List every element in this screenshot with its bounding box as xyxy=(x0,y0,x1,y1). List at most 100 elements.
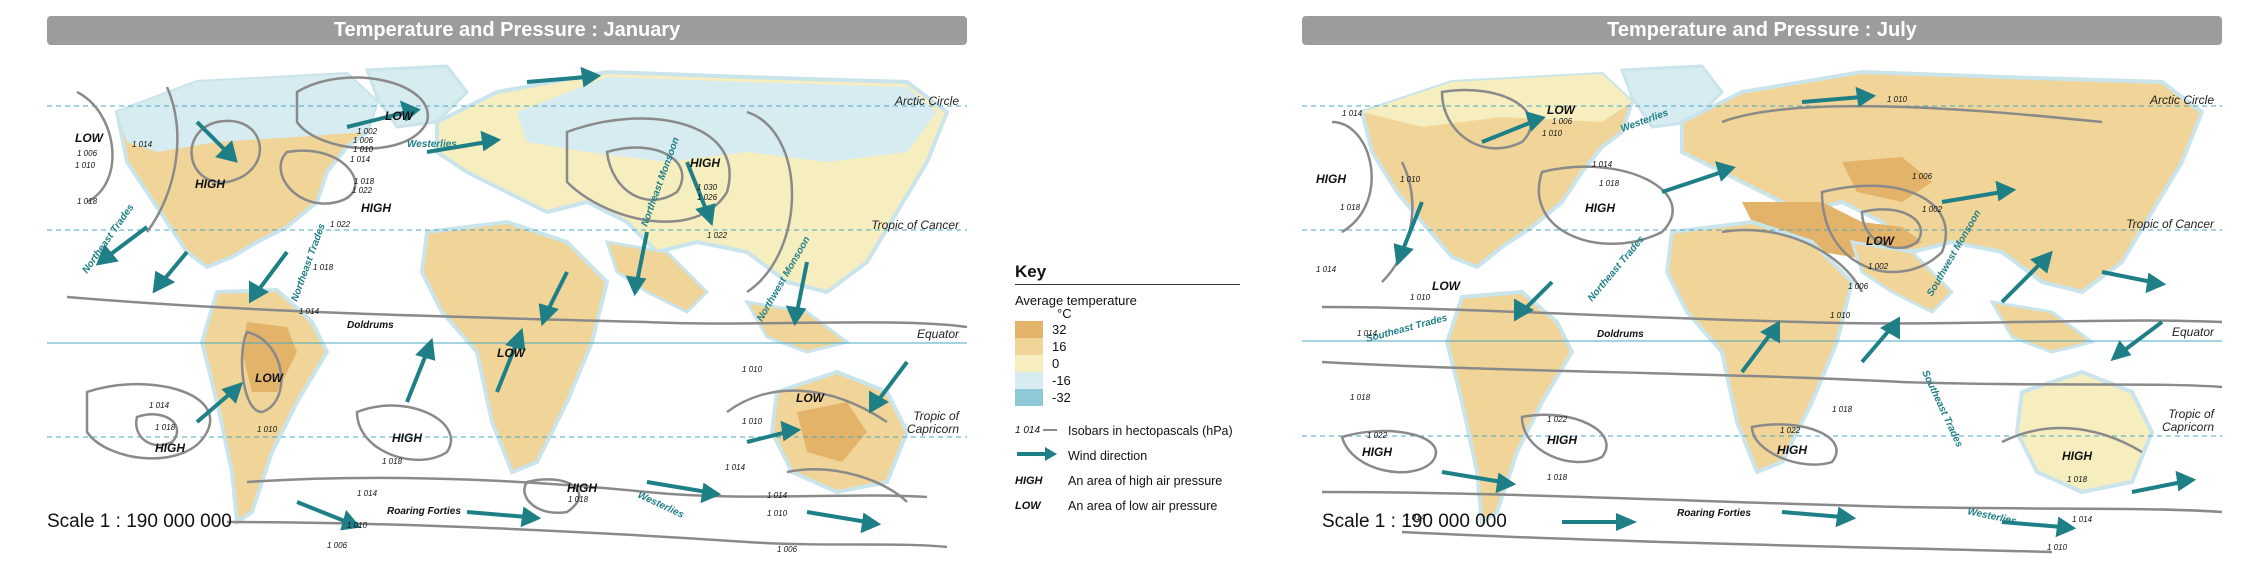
july-continents xyxy=(1359,64,2205,526)
pressure-label: HIGH xyxy=(1547,433,1577,447)
isobar-symbol-text: 1 014 xyxy=(1015,425,1041,436)
wind-arrow xyxy=(1393,201,1424,267)
isobar-value: 1 010 xyxy=(347,521,368,530)
isobar-value: 1 022 xyxy=(1367,431,1388,440)
pressure-label: HIGH xyxy=(361,201,391,215)
july-isobar-values: 1 014 1 006 1 010 1 010 1 014 1 018 1 01… xyxy=(1316,95,2093,552)
high-legend: HIGH An area of high air pressure xyxy=(1015,468,1240,493)
south-america-hot xyxy=(242,322,297,392)
isobar-value: 1 018 xyxy=(1350,393,1371,402)
isobar-value: 1 006 xyxy=(1552,117,1573,126)
isobar-value: 1 010 xyxy=(742,417,763,426)
australia xyxy=(2014,369,2155,495)
pressure-label: LOW xyxy=(255,371,285,385)
isobar-value: 1 006 xyxy=(1912,172,1933,181)
pressure-label: HIGH xyxy=(155,441,185,455)
january-map-panel: Temperature and Pressure : January xyxy=(47,16,968,561)
wind-arrow xyxy=(685,161,716,227)
isobar-value: 1 014 xyxy=(299,307,320,316)
pressure-label: LOW xyxy=(1866,234,1896,248)
low-symbol: LOW xyxy=(1015,499,1041,512)
wind-arrow xyxy=(746,420,802,444)
wind-arrow xyxy=(1562,512,1638,532)
isobar-value: 1 018 xyxy=(2067,475,2088,484)
isobar-value: 1 010 xyxy=(767,509,788,518)
isobar-value: 1 022 xyxy=(707,231,728,240)
july-map: LOW HIGH HIGH LOW LOW HIGH HIGH HIGH HIG… xyxy=(1302,52,2223,561)
region-label: Southeast Trades xyxy=(1919,369,1965,450)
july-map-panel: Temperature and Pressure : July xyxy=(1302,16,2223,561)
wind-arrow xyxy=(1441,470,1517,494)
wind-arrow xyxy=(249,250,289,304)
arabia-india xyxy=(1849,240,1955,314)
wind-arrow xyxy=(1661,161,1736,194)
temperature-unit: °C xyxy=(1057,306,1072,321)
region-label: Roaring Forties xyxy=(1677,508,1751,519)
wind-arrow xyxy=(785,261,809,327)
tropic-of-cancer-label: Tropic of Cancer xyxy=(2126,217,2214,231)
region-label: Roaring Forties xyxy=(387,506,461,517)
north-america-mild xyxy=(1362,74,1632,127)
south-america xyxy=(1444,289,1575,526)
swatch-value: -32 xyxy=(1052,390,1071,405)
high-symbol: HIGH xyxy=(1015,474,1043,487)
isobar-legend-label: Isobars in hectopascals (hPa) xyxy=(1068,423,1233,438)
tropic-of-capricorn-label: Tropic of Capricorn xyxy=(906,409,959,436)
swatch-32 xyxy=(1015,321,1043,338)
temperature-row: 16 xyxy=(1015,338,1240,355)
july-pressure-labels: LOW HIGH HIGH LOW LOW HIGH HIGH HIGH HIG… xyxy=(1316,103,2092,463)
europe-asia xyxy=(1680,69,2205,295)
isobar-value: 1 014 xyxy=(725,463,746,472)
pressure-label: HIGH xyxy=(1362,445,1392,459)
wind-arrow xyxy=(1481,111,1546,144)
high-legend-label: An area of high air pressure xyxy=(1068,473,1223,488)
isobar-value: 1 022 xyxy=(330,220,351,229)
swatch-value: 16 xyxy=(1052,339,1067,354)
isobar-value: 1 018 xyxy=(313,263,334,272)
wind-arrow xyxy=(526,66,602,88)
wind-arrow xyxy=(1781,506,1857,528)
swatch-16 xyxy=(1015,338,1043,355)
wind-arrow xyxy=(95,225,149,266)
region-label: Southeast Trades xyxy=(1365,312,1449,344)
pressure-label: LOW xyxy=(385,109,415,123)
wind-arrow xyxy=(195,381,244,424)
pressure-label: LOW xyxy=(1432,279,1462,293)
isobar-value: 1 010 xyxy=(1400,175,1421,184)
key-title: Key xyxy=(1015,262,1240,285)
wind-arrow xyxy=(346,100,421,129)
pressure-label: HIGH xyxy=(195,177,225,191)
isobar-legend: 1 014 Isobars in hectopascals (hPa) xyxy=(1015,418,1240,443)
isobar-value: 1 022 xyxy=(352,186,373,195)
isobar-value: 1 014 xyxy=(767,491,788,500)
isobar-value: 1 002 xyxy=(357,127,378,136)
scale-label: Scale 1 : 190 000 000 xyxy=(47,511,232,532)
january-map: LOW LOW HIGH HIGH HIGH LOW LOW LOW HIGH … xyxy=(47,52,968,561)
isobar-value: 1 014 xyxy=(1342,109,1363,118)
pressure-label: HIGH xyxy=(567,481,597,495)
isobar-value: 1 010 xyxy=(75,161,96,170)
scale-label: Scale 1 : 190 000 000 xyxy=(1322,511,1507,532)
swatch-minus-16 xyxy=(1015,372,1043,389)
temperature-row: -32 xyxy=(1015,389,1240,406)
january-continents xyxy=(114,64,950,526)
isobar-value: 1 018 xyxy=(568,495,589,504)
wind-arrow xyxy=(495,327,526,393)
isobar-value: 1 010 xyxy=(1887,95,1908,104)
low-legend: LOW An area of low air pressure xyxy=(1015,493,1240,518)
wind-arrow xyxy=(466,506,542,528)
swatch-minus-32 xyxy=(1015,389,1043,406)
isobar-symbol: 1 014 xyxy=(1015,425,1068,436)
wind-legend-label: Wind direction xyxy=(1068,448,1148,463)
isobar-value: 1 010 xyxy=(2047,543,2068,552)
temperature-row: 0 xyxy=(1015,355,1240,372)
arctic-circle-label: Arctic Circle xyxy=(2149,93,2214,107)
wind-arrow xyxy=(2101,270,2167,294)
temperature-scale: 32 16 0 -16 -32 xyxy=(1015,321,1240,406)
tropic-of-capricorn-label: Tropic of Capricorn xyxy=(2161,407,2214,434)
isobar-value: 1 022 xyxy=(1547,415,1568,424)
wind-arrow xyxy=(2000,250,2053,304)
isobar-value: 1 014 xyxy=(357,489,378,498)
july-map-graphic: LOW HIGH HIGH LOW LOW HIGH HIGH HIGH HIG… xyxy=(1302,64,2223,554)
map-key: Key Average temperature °C 32 16 0 -16 -… xyxy=(1015,262,1240,542)
